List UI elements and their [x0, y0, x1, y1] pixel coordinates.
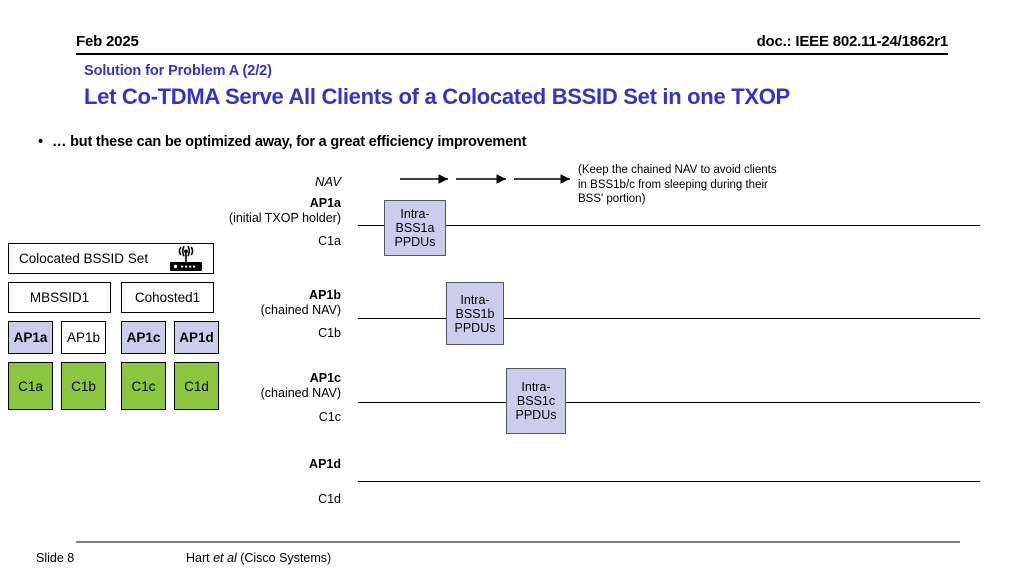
timeline-client-name: C1c	[318, 410, 341, 424]
client-label: C1c	[131, 378, 156, 394]
slide-title: Let Co-TDMA Serve All Clients of a Coloc…	[84, 84, 790, 109]
ppdu-block-bss1b: Intra-BSS1b PPDUs	[446, 282, 504, 345]
author-etal: et al	[213, 551, 237, 565]
wifi-router-icon	[170, 246, 202, 271]
footer-author: Hart et al (Cisco Systems)	[186, 551, 331, 565]
ppdu-block-bss1a: Intra-BSS1a PPDUs	[384, 200, 446, 256]
timeline-label-ap1b: AP1b (chained NAV)	[221, 288, 341, 318]
bullet-list-item: • … but these can be optimized away, for …	[38, 134, 526, 150]
client-box-c1c: C1c	[121, 362, 166, 410]
timeline-label-ap1a: AP1a (initial TXOP holder)	[221, 196, 341, 226]
timeline-label-c1a: C1a	[221, 234, 341, 249]
ap-box-ap1d: AP1d	[174, 321, 219, 354]
slide-number: Slide 8	[36, 551, 75, 565]
client-label: C1b	[71, 378, 96, 394]
colocated-bssid-set-panel: Colocated BSSID Set MBSSID1 Cohosted1 AP…	[8, 243, 219, 415]
client-box-c1b: C1b	[61, 362, 106, 410]
header-document-id: doc.: IEEE 802.11-24/1862r1	[756, 33, 949, 50]
client-label: C1a	[18, 378, 43, 394]
chained-nav-arrows	[400, 174, 570, 184]
timeline-client-name: C1a	[318, 234, 341, 248]
ap-box-ap1b: AP1b	[61, 321, 106, 354]
slide-subtitle: Solution for Problem A (2/2)	[84, 63, 272, 79]
header-divider	[76, 53, 948, 55]
timeline-label-ap1c: AP1c (chained NAV)	[221, 371, 341, 401]
group-box-mbssid1: MBSSID1	[8, 282, 111, 313]
footer-divider	[76, 541, 960, 543]
timeline-label-c1b: C1b	[221, 326, 341, 341]
client-box-c1a: C1a	[8, 362, 53, 410]
timeline-axis-ap1b	[358, 318, 980, 319]
timeline-axis-ap1d	[358, 481, 980, 482]
ap-label: AP1a	[13, 330, 48, 345]
timeline-label-c1c: C1c	[221, 410, 341, 425]
client-box-c1d: C1d	[174, 362, 219, 410]
ppdu-label: Intra-BSS1b PPDUs	[454, 292, 496, 335]
timeline-label-c1d: C1d	[221, 492, 341, 507]
client-label: C1d	[184, 378, 209, 394]
ap-label: AP1d	[179, 330, 214, 345]
timeline-ap-name: AP1d	[309, 457, 341, 471]
timeline-ap-sublabel: (chained NAV)	[260, 303, 341, 317]
timeline-ap-sublabel: (chained NAV)	[260, 386, 341, 400]
ap-label: AP1c	[126, 330, 161, 345]
timeline-client-name: C1b	[318, 326, 341, 340]
colocated-bssid-set-label: Colocated BSSID Set	[19, 251, 149, 266]
bullet-text: … but these can be optimized away, for a…	[52, 134, 527, 150]
author-name: Hart	[186, 551, 214, 565]
author-org: (Cisco Systems)	[236, 551, 332, 565]
ppdu-label: Intra-BSS1a PPDUs	[394, 207, 436, 249]
timeline-ap-name: AP1c	[309, 371, 341, 385]
timeline-ap-name: AP1b	[309, 288, 341, 302]
nav-label: NAV	[314, 174, 341, 189]
timeline-ap-sublabel: (initial TXOP holder)	[228, 211, 341, 225]
timeline-ap-name: AP1a	[309, 196, 341, 210]
ppdu-block-bss1c: Intra-BSS1c PPDUs	[506, 368, 566, 434]
nav-annotation-note: (Keep the chained NAV to avoid clients i…	[578, 164, 777, 205]
ap-box-ap1c: AP1c	[121, 321, 166, 354]
ppdu-label: Intra-BSS1c PPDUs	[515, 380, 557, 422]
timeline-client-name: C1d	[318, 492, 341, 506]
ap-box-ap1a: AP1a	[8, 321, 53, 354]
header-date: Feb 2025	[76, 33, 139, 50]
bullet-marker-icon: •	[38, 134, 43, 150]
group-label: MBSSID1	[29, 290, 90, 305]
timeline-label-ap1d: AP1d	[221, 457, 341, 472]
ap-label: AP1b	[66, 330, 101, 345]
colocated-bssid-set-header: Colocated BSSID Set	[8, 243, 214, 274]
group-box-cohosted1: Cohosted1	[121, 282, 214, 313]
group-label: Cohosted1	[134, 290, 201, 305]
timeline-axis-ap1c	[358, 402, 980, 403]
timeline-axis-ap1a	[358, 225, 980, 226]
